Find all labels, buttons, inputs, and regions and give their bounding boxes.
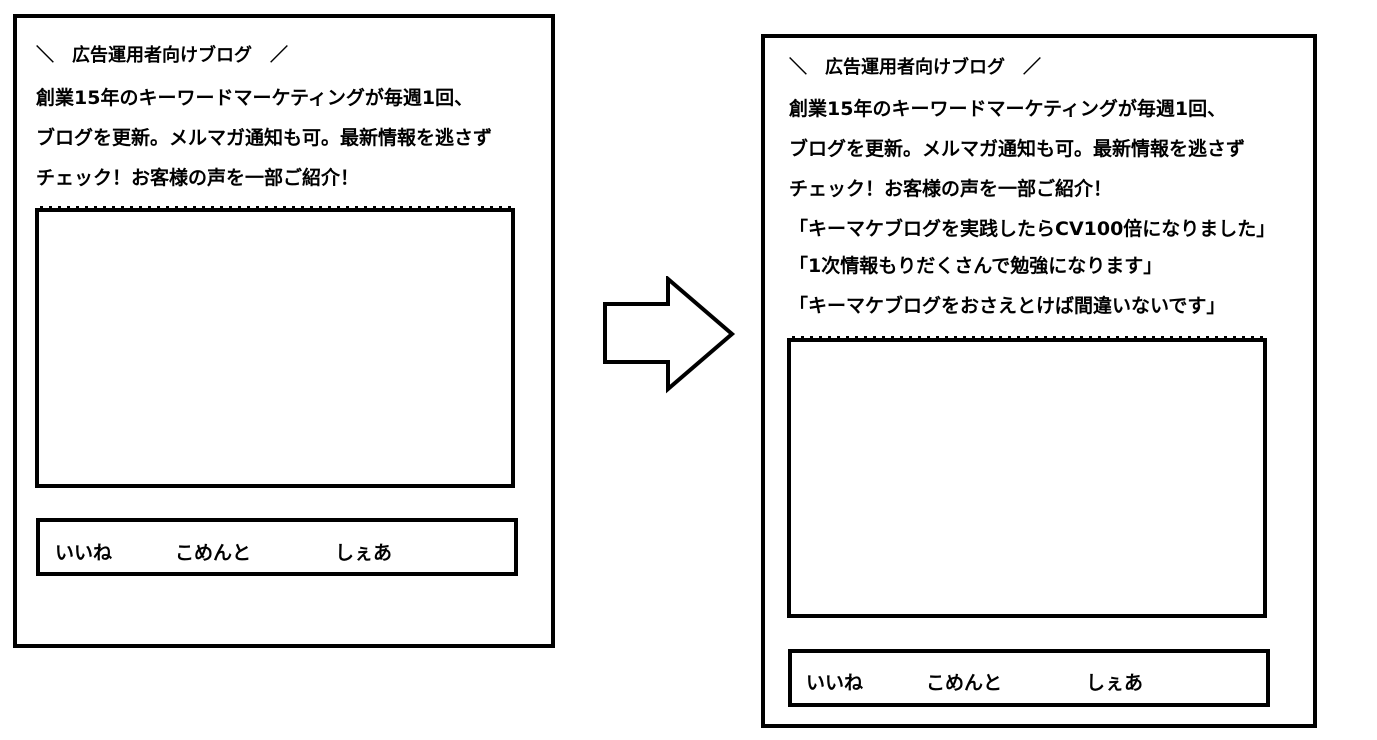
testimonial-line: 「キーマケブログをおさえとけば間違いないです」 [789, 295, 1226, 317]
share-button[interactable]: しぇあ [335, 542, 393, 564]
post-body-line-before: チェック！お客様の声を一部ご紹介！ [36, 167, 360, 189]
post-headline-before: ＼ 広告運用者向けブログ ／ [36, 45, 288, 66]
testimonial-line: 「1次情報もりだくさんで勉強になります」 [789, 255, 1163, 277]
post-body-line-before: ブログを更新。メルマガ通知も可。最新情報を逃さず [36, 127, 493, 149]
testimonial-line: 「キーマケブログを実践したらCV100倍になりました」 [789, 218, 1276, 240]
post-headline-after: ＼ 広告運用者向けブログ ／ [789, 57, 1041, 78]
action-bar-before [36, 518, 518, 576]
right-arrow-icon [603, 276, 736, 394]
like-button[interactable]: いいね [55, 542, 113, 564]
post-body-line-after: ブログを更新。メルマガ通知も可。最新情報を逃さず [789, 138, 1246, 160]
post-image-placeholder-before [35, 208, 515, 488]
action-bar-after [788, 649, 1270, 707]
comment-button[interactable]: こめんと [926, 672, 1003, 694]
post-body-line-after: チェック！お客様の声を一部ご紹介！ [789, 178, 1113, 200]
post-body-line-after: 創業15年のキーワードマーケティングが毎週1回、 [789, 98, 1227, 120]
post-image-placeholder-after [787, 338, 1267, 618]
comment-button[interactable]: こめんと [175, 542, 252, 564]
share-button[interactable]: しぇあ [1086, 672, 1144, 694]
post-body-line-before: 創業15年のキーワードマーケティングが毎週1回、 [36, 87, 474, 109]
like-button[interactable]: いいね [806, 672, 864, 694]
